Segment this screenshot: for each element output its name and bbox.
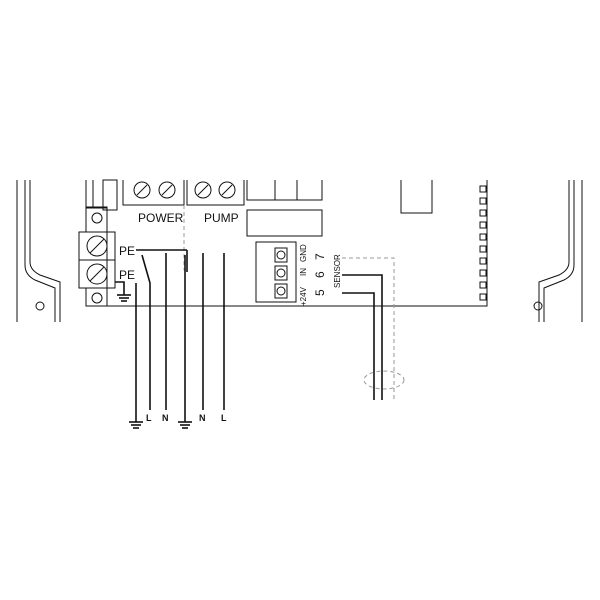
pump-wire-label-n: N xyxy=(199,413,206,423)
pe-wiring xyxy=(115,249,188,422)
sensor-cable xyxy=(342,257,405,400)
terminal-label-in: IN xyxy=(299,268,308,276)
relay-block xyxy=(246,180,323,237)
power-label: POWER xyxy=(138,211,184,225)
left-mounting-bracket xyxy=(16,180,61,322)
terminal-number-5: 5 xyxy=(313,289,327,296)
power-wire-label-l: L xyxy=(146,413,152,423)
power-terminal-screws xyxy=(133,181,176,199)
pump-wire-label-l: L xyxy=(221,413,227,423)
power-wires xyxy=(141,253,167,410)
sensor-label: SENSOR xyxy=(333,254,342,288)
power-pump-terminals xyxy=(122,180,245,270)
ground-symbol-pump xyxy=(178,421,192,429)
pe-terminal-block xyxy=(78,207,116,307)
cable-shield-ellipse xyxy=(363,370,405,390)
pe-label-upper: PE xyxy=(119,244,135,258)
edge-connector-pins xyxy=(479,185,487,301)
board-component xyxy=(400,180,433,214)
pe-label-lower: PE xyxy=(119,268,135,282)
left-screw-hole xyxy=(35,301,45,311)
sensor-terminal-block xyxy=(255,241,297,303)
right-screw-hole xyxy=(533,301,543,311)
power-wire-label-n: N xyxy=(162,413,169,423)
pump-label: PUMP xyxy=(204,211,239,225)
terminal-label-gnd: GND xyxy=(299,244,308,262)
pump-terminal-screws xyxy=(194,181,236,199)
ground-symbol-power xyxy=(129,421,143,429)
terminal-number-6: 6 xyxy=(313,271,327,278)
circuit-board xyxy=(85,179,488,307)
terminal-number-7: 7 xyxy=(313,253,327,260)
pump-wires xyxy=(184,253,225,422)
terminal-label-24v: +24V xyxy=(299,286,308,306)
right-mounting-bracket xyxy=(533,180,583,322)
